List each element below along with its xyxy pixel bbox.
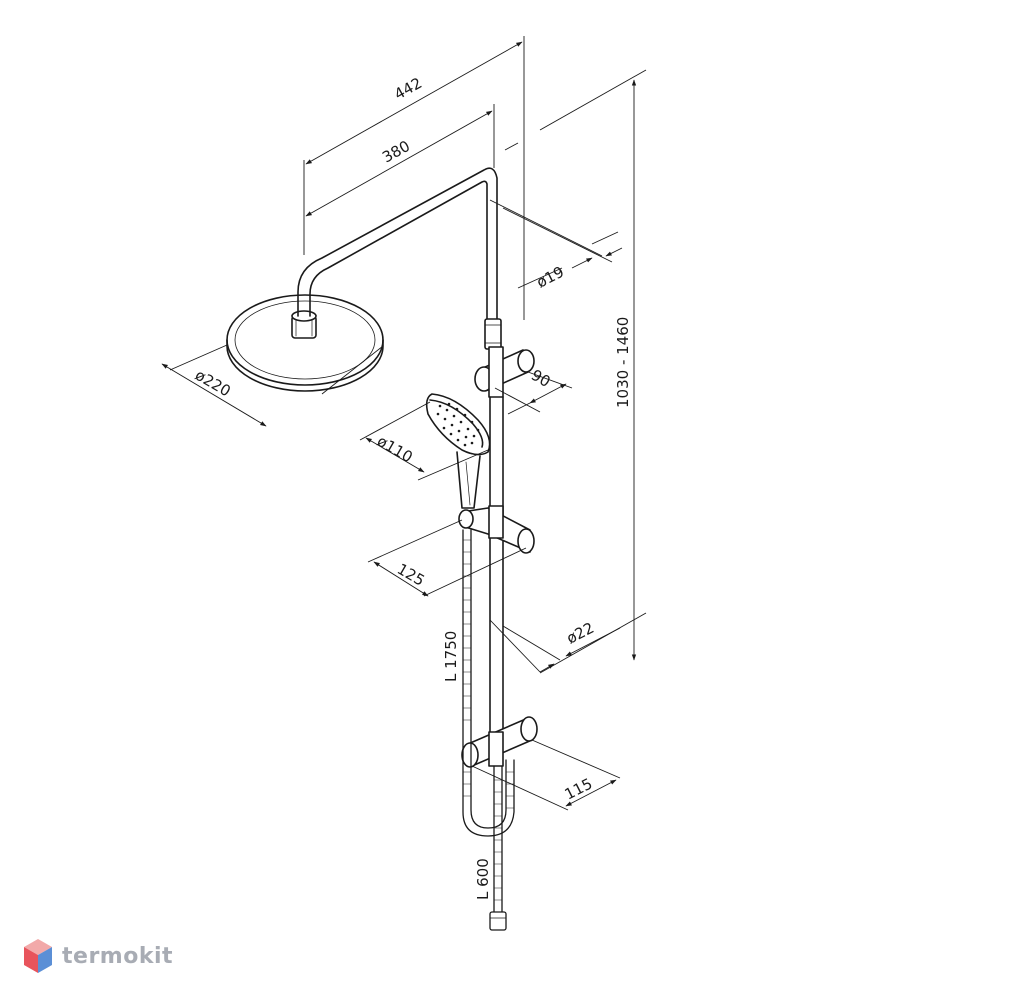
dim-hose-600: L 600 [474,858,492,900]
dim-overall-height: 1030 - 1460 [614,317,632,408]
dim-o110: ø110 [374,432,416,466]
dim-442: 442 [391,74,425,104]
dim-380: 380 [379,137,413,167]
overhead-shower-head [226,294,384,392]
dim-hose-1750: L 1750 [442,631,460,682]
upper-wall-bracket [474,346,535,398]
slider-holder [458,505,535,554]
sliding-rail [489,396,504,741]
dimension-labels: 442 380 ø19 1030 - 1460 ø220 90 ø110 125… [192,74,632,900]
dim-o220: ø220 [192,366,234,400]
hose-ribs [462,539,515,901]
brand-watermark: termokit [22,934,173,978]
hexagon-cube-icon [24,939,52,973]
arm-coupling [484,318,502,350]
dimension-lines [161,36,647,811]
spray-nozzles [436,402,480,447]
lower-wall-bracket [461,716,538,768]
hand-shower [425,393,491,509]
dim-o19: ø19 [534,263,567,292]
brand-name: termokit [62,943,174,969]
product-outline [226,167,538,931]
flexible-hose [462,529,515,931]
